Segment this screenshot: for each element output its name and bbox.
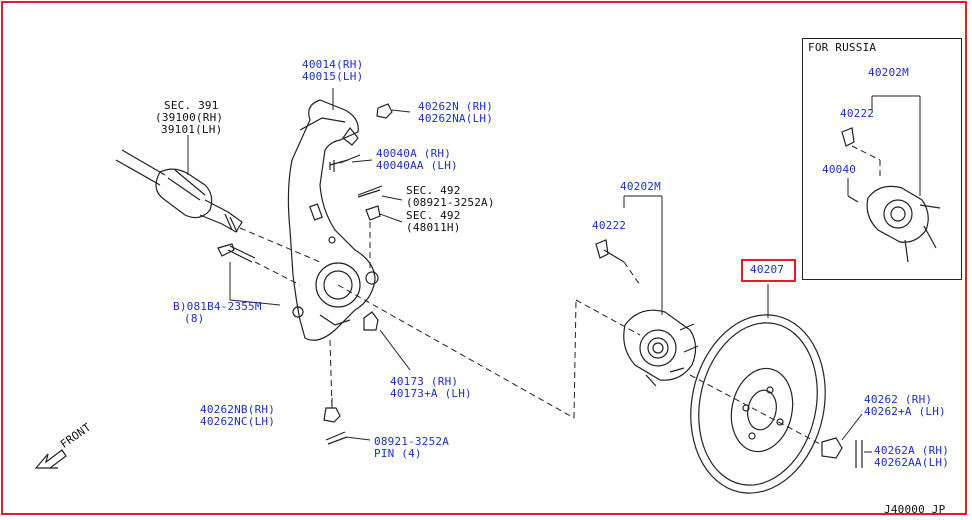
nut262a-lh-callout[interactable]: 40262+A (LH) (864, 405, 946, 418)
steering-knuckle (287, 99, 379, 341)
rotor-highlight-box (741, 259, 796, 282)
russia-hub-callout[interactable]: 40202M (868, 66, 909, 79)
hub-callout[interactable]: 40202M (620, 180, 661, 193)
assembly-dashed-lines (239, 145, 881, 445)
sec492a-part-label: (08921-3252A) (406, 196, 495, 209)
nut-na-lh-callout[interactable]: 40262NA(LH) (418, 112, 494, 125)
sec391-rh-label: (39100(RH) (155, 111, 224, 124)
nut262a2-rh-callout[interactable]: 40262A (RH) (874, 444, 950, 457)
sec391-lh-label: 39101(LH) (161, 123, 223, 136)
knuckle-fasteners (217, 103, 393, 445)
nut-nc-lh-callout[interactable]: 40262NC(LH) (200, 415, 276, 428)
knuckle-rh-callout[interactable]: 40014(RH) (302, 58, 364, 71)
russia-hub-drawing (841, 127, 941, 263)
pin-qty-label: PIN (4) (374, 447, 422, 460)
hub-assembly (595, 239, 699, 387)
front-arrow-icon (34, 449, 67, 469)
russia-title: FOR RUSSIA (808, 41, 877, 54)
sec492b-part-label: (48011H) (406, 221, 461, 234)
nut262-rh-callout[interactable]: 40262 (RH) (864, 393, 933, 406)
stud-callout[interactable]: 40222 (592, 219, 627, 232)
russia-stud-callout[interactable]: 40222 (840, 107, 875, 120)
sec492b-label: SEC. 492 (406, 209, 461, 222)
bolt-aa-lh-callout[interactable]: 40040AA (LH) (376, 159, 458, 172)
knuckle-lh-callout[interactable]: 40015(LH) (302, 70, 364, 83)
brake-rotor (690, 314, 826, 494)
bolt-b-qty-label: (8) (184, 312, 205, 325)
rotor-callout[interactable]: 40207 (750, 263, 785, 276)
russia-inset-box (802, 38, 962, 280)
sec492a-label: SEC. 492 (406, 184, 461, 197)
shield-lh-callout[interactable]: 40173+A (LH) (390, 387, 472, 400)
nut262aa-lh-callout[interactable]: 40262AA(LH) (874, 456, 950, 469)
shield-rh-callout[interactable]: 40173 (RH) (390, 375, 459, 388)
russia-nut-callout[interactable]: 40040 (822, 163, 857, 176)
diagram-code: J40000 JP (884, 503, 946, 516)
nut-nb-rh-callout[interactable]: 40262NB(RH) (200, 403, 276, 416)
nut-n-rh-callout[interactable]: 40262N (RH) (418, 100, 494, 113)
sec391-label: SEC. 391 (164, 99, 219, 112)
pin-part-callout[interactable]: 08921-3252A (374, 435, 450, 448)
bolt-b-callout[interactable]: B)081B4-2355M (173, 300, 262, 313)
leader-lines (187, 88, 921, 453)
wheel-nut-parts (821, 437, 863, 468)
drive-shaft (115, 149, 243, 233)
bolt-a-rh-callout[interactable]: 40040A (RH) (376, 147, 452, 160)
